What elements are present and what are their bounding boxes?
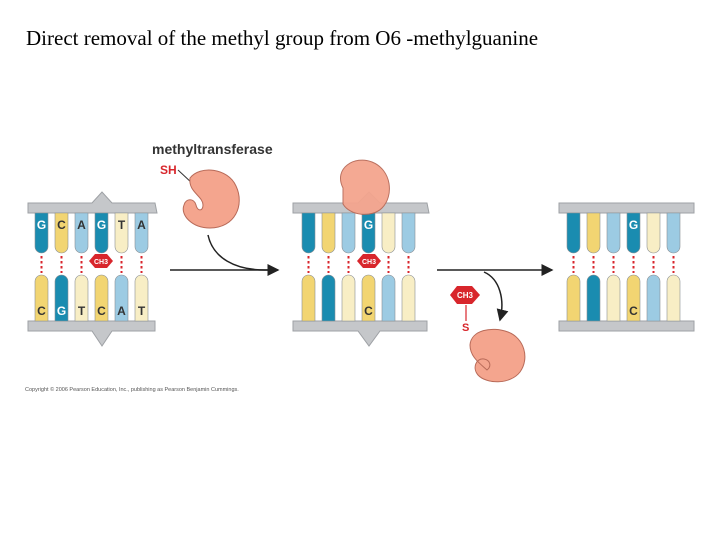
nucleotide-bottom xyxy=(74,274,89,322)
dna-panel-2: G C xyxy=(292,191,430,347)
nucleotide-top xyxy=(361,212,376,254)
nucleotide-top xyxy=(381,212,396,254)
enzyme-label: methyltransferase xyxy=(152,141,273,157)
bottom-backbone xyxy=(558,320,695,332)
base-label: A xyxy=(117,304,126,318)
ch3-label: CH3 xyxy=(457,291,474,300)
base-label: G xyxy=(97,218,106,232)
methyltransferase-enzyme: methyltransferase SH xyxy=(152,141,273,229)
methyl-group-panel-2: CH3 xyxy=(357,254,381,268)
copyright-notice: Copyright © 2006 Pearson Education, Inc.… xyxy=(25,387,239,393)
nucleotide-bottom xyxy=(646,274,661,322)
nucleotide-bottom xyxy=(34,274,49,322)
base-label: G xyxy=(364,218,373,232)
ch3-label: CH3 xyxy=(362,259,376,266)
nucleotide-bottom xyxy=(301,274,316,322)
base-label: G xyxy=(57,304,66,318)
nucleotide-bottom xyxy=(606,274,621,322)
nucleotide-top xyxy=(341,212,356,254)
nucleotide-bottom xyxy=(626,274,641,322)
nucleotide-top xyxy=(566,212,581,254)
base-label: G xyxy=(629,218,638,232)
base-label: A xyxy=(77,218,86,232)
nucleotide-top xyxy=(666,212,681,254)
nucleotide-top xyxy=(34,212,49,254)
nucleotide-top xyxy=(586,212,601,254)
ch3-label: CH3 xyxy=(94,259,108,266)
base-label: T xyxy=(78,304,86,318)
s-label: S xyxy=(462,322,469,334)
nucleotide-bottom xyxy=(54,274,69,322)
ch3-hexagon xyxy=(357,254,381,268)
base-label: C xyxy=(364,304,373,318)
nucleotide-top xyxy=(646,212,661,254)
nucleotide-bottom xyxy=(401,274,416,322)
sh-label: SH xyxy=(160,163,177,177)
base-label: T xyxy=(118,218,126,232)
base-label: T xyxy=(138,304,146,318)
nucleotide-top xyxy=(606,212,621,254)
base-label: C xyxy=(629,304,638,318)
nucleotide-bottom xyxy=(361,274,376,322)
curved-arrow-1 xyxy=(207,234,276,271)
base-label: G xyxy=(37,218,46,232)
nucleotide-top xyxy=(94,212,109,254)
enzyme-shape xyxy=(182,169,240,229)
methyl-group-panel-1: CH3 xyxy=(89,254,113,268)
base-label: C xyxy=(97,304,106,318)
nucleotide-top xyxy=(74,212,89,254)
bottom-backbone xyxy=(292,320,428,347)
top-backbone xyxy=(27,191,158,214)
nucleotide-top xyxy=(114,212,129,254)
nucleotide-bottom xyxy=(321,274,336,322)
slide-title: Direct removal of the methyl group from … xyxy=(26,26,539,50)
nucleotide-top xyxy=(54,212,69,254)
nucleotide-bottom xyxy=(114,274,129,322)
nucleotide-bottom xyxy=(341,274,356,322)
ch3-hexagon xyxy=(89,254,113,268)
base-label: A xyxy=(137,218,146,232)
nucleotide-bottom xyxy=(666,274,681,322)
nucleotide-top xyxy=(401,212,416,254)
base-label: C xyxy=(37,304,46,318)
nucleotide-bottom xyxy=(94,274,109,322)
base-label: C xyxy=(57,218,66,232)
nucleotide-top xyxy=(301,212,316,254)
nucleotide-bottom xyxy=(586,274,601,322)
enzyme-shape xyxy=(469,328,526,383)
nucleotide-bottom xyxy=(381,274,396,322)
nucleotide-bottom xyxy=(134,274,149,322)
ch3-hexagon xyxy=(450,286,480,304)
nucleotide-top xyxy=(134,212,149,254)
top-backbone xyxy=(558,202,695,214)
nucleotide-bottom xyxy=(566,274,581,322)
bottom-backbone xyxy=(27,320,156,347)
curved-arrow-2 xyxy=(483,271,509,322)
dna-panel-3: G C xyxy=(558,202,695,332)
enzyme-bound xyxy=(340,159,390,215)
nucleotide-top xyxy=(626,212,641,254)
methylated-enzyme: CH3 S xyxy=(450,286,526,383)
nucleotide-top xyxy=(321,212,336,254)
